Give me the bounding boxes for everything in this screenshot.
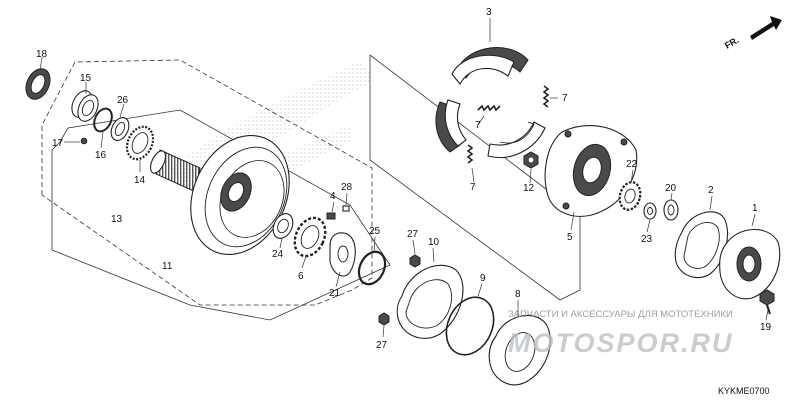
callout-27-lower: 27 — [376, 340, 388, 351]
callout-22: 22 — [626, 159, 638, 170]
callout-1: 1 — [752, 203, 758, 214]
callout-7-upper: 7 — [562, 93, 568, 104]
clutch-outer-bell — [150, 134, 290, 256]
callout-18: 18 — [36, 49, 48, 60]
callout-26: 26 — [117, 95, 129, 106]
callout-25: 25 — [369, 226, 381, 237]
callout-labels: 18 15 26 17 16 14 13 11 24 6 4 28 21 25 … — [36, 7, 772, 351]
callout-2: 2 — [708, 185, 714, 196]
part-20-washer — [663, 199, 679, 221]
part-5-drive-plate — [544, 125, 638, 217]
callout-7-middle: 7 — [475, 120, 481, 131]
part-12-nut — [523, 151, 539, 169]
front-direction-arrow: FR. — [723, 16, 782, 51]
part-22-bearing — [618, 181, 642, 211]
part-7-spring-a — [477, 104, 501, 112]
callout-4: 4 — [330, 191, 336, 202]
diagram-code: KYKME0700 — [718, 386, 770, 396]
callout-8: 8 — [515, 289, 521, 300]
part-27-nut-b — [378, 312, 390, 326]
callout-14: 14 — [134, 175, 146, 186]
callout-21: 21 — [329, 288, 341, 299]
front-direction-label: FR. — [723, 35, 741, 51]
part-10-gasket — [396, 264, 464, 339]
part-23-washer — [643, 202, 657, 220]
site-watermark: ЗАПЧАСТИ И АКСЕССУАРЫ ДЛЯ МОТОТЕХНИКИ MO… — [508, 309, 734, 358]
part-24-washer — [272, 213, 294, 239]
part-7-spring-b — [542, 85, 550, 108]
part-19-bolt — [759, 289, 775, 315]
part-15-bearing — [71, 90, 99, 122]
callout-23: 23 — [641, 234, 653, 245]
part-26-washer — [110, 117, 130, 141]
part-6-one-way-clutch — [293, 216, 327, 258]
callout-11: 11 — [162, 261, 173, 272]
callout-5: 5 — [567, 232, 573, 243]
callout-12: 12 — [523, 183, 535, 194]
callout-7-lower: 7 — [470, 182, 476, 193]
part-1-cover — [719, 228, 781, 300]
callout-27-upper: 27 — [407, 229, 419, 240]
clutch-shoe-group-outline — [369, 54, 581, 301]
part-9-gasket — [445, 296, 495, 356]
part-14-gear — [125, 125, 155, 161]
callout-13: 13 — [111, 214, 123, 225]
part-16-circlip — [93, 107, 113, 133]
part-3-clutch-shoe-set — [435, 47, 546, 158]
watermark-tagline: ЗАПЧАСТИ И АКСЕССУАРЫ ДЛЯ МОТОТЕХНИКИ — [508, 309, 733, 320]
callout-9: 9 — [480, 273, 486, 284]
callout-20: 20 — [665, 183, 677, 194]
leader-lines — [39, 18, 769, 338]
callout-28: 28 — [341, 182, 353, 193]
callout-6: 6 — [298, 271, 304, 282]
part-8-cover-plate — [488, 315, 551, 386]
callout-10: 10 — [428, 237, 440, 248]
part-2-gasket — [674, 211, 729, 279]
callout-17: 17 — [52, 138, 64, 149]
part-7-spring-c — [466, 144, 474, 164]
watermark-logo: MOTOSPOR.RU — [508, 328, 734, 358]
part-18-oil-seal — [25, 68, 51, 100]
part-21-plate — [329, 232, 356, 277]
part-27-nut-a — [409, 254, 421, 268]
callout-19: 19 — [760, 322, 772, 333]
part-28-cap — [342, 205, 350, 212]
part-4-spring — [326, 212, 336, 220]
callout-24: 24 — [272, 249, 284, 260]
part-17-pin — [80, 137, 88, 145]
callout-15: 15 — [80, 73, 92, 84]
callout-16: 16 — [95, 150, 107, 161]
callout-3: 3 — [486, 7, 492, 18]
part-25-snap-ring — [357, 250, 387, 286]
